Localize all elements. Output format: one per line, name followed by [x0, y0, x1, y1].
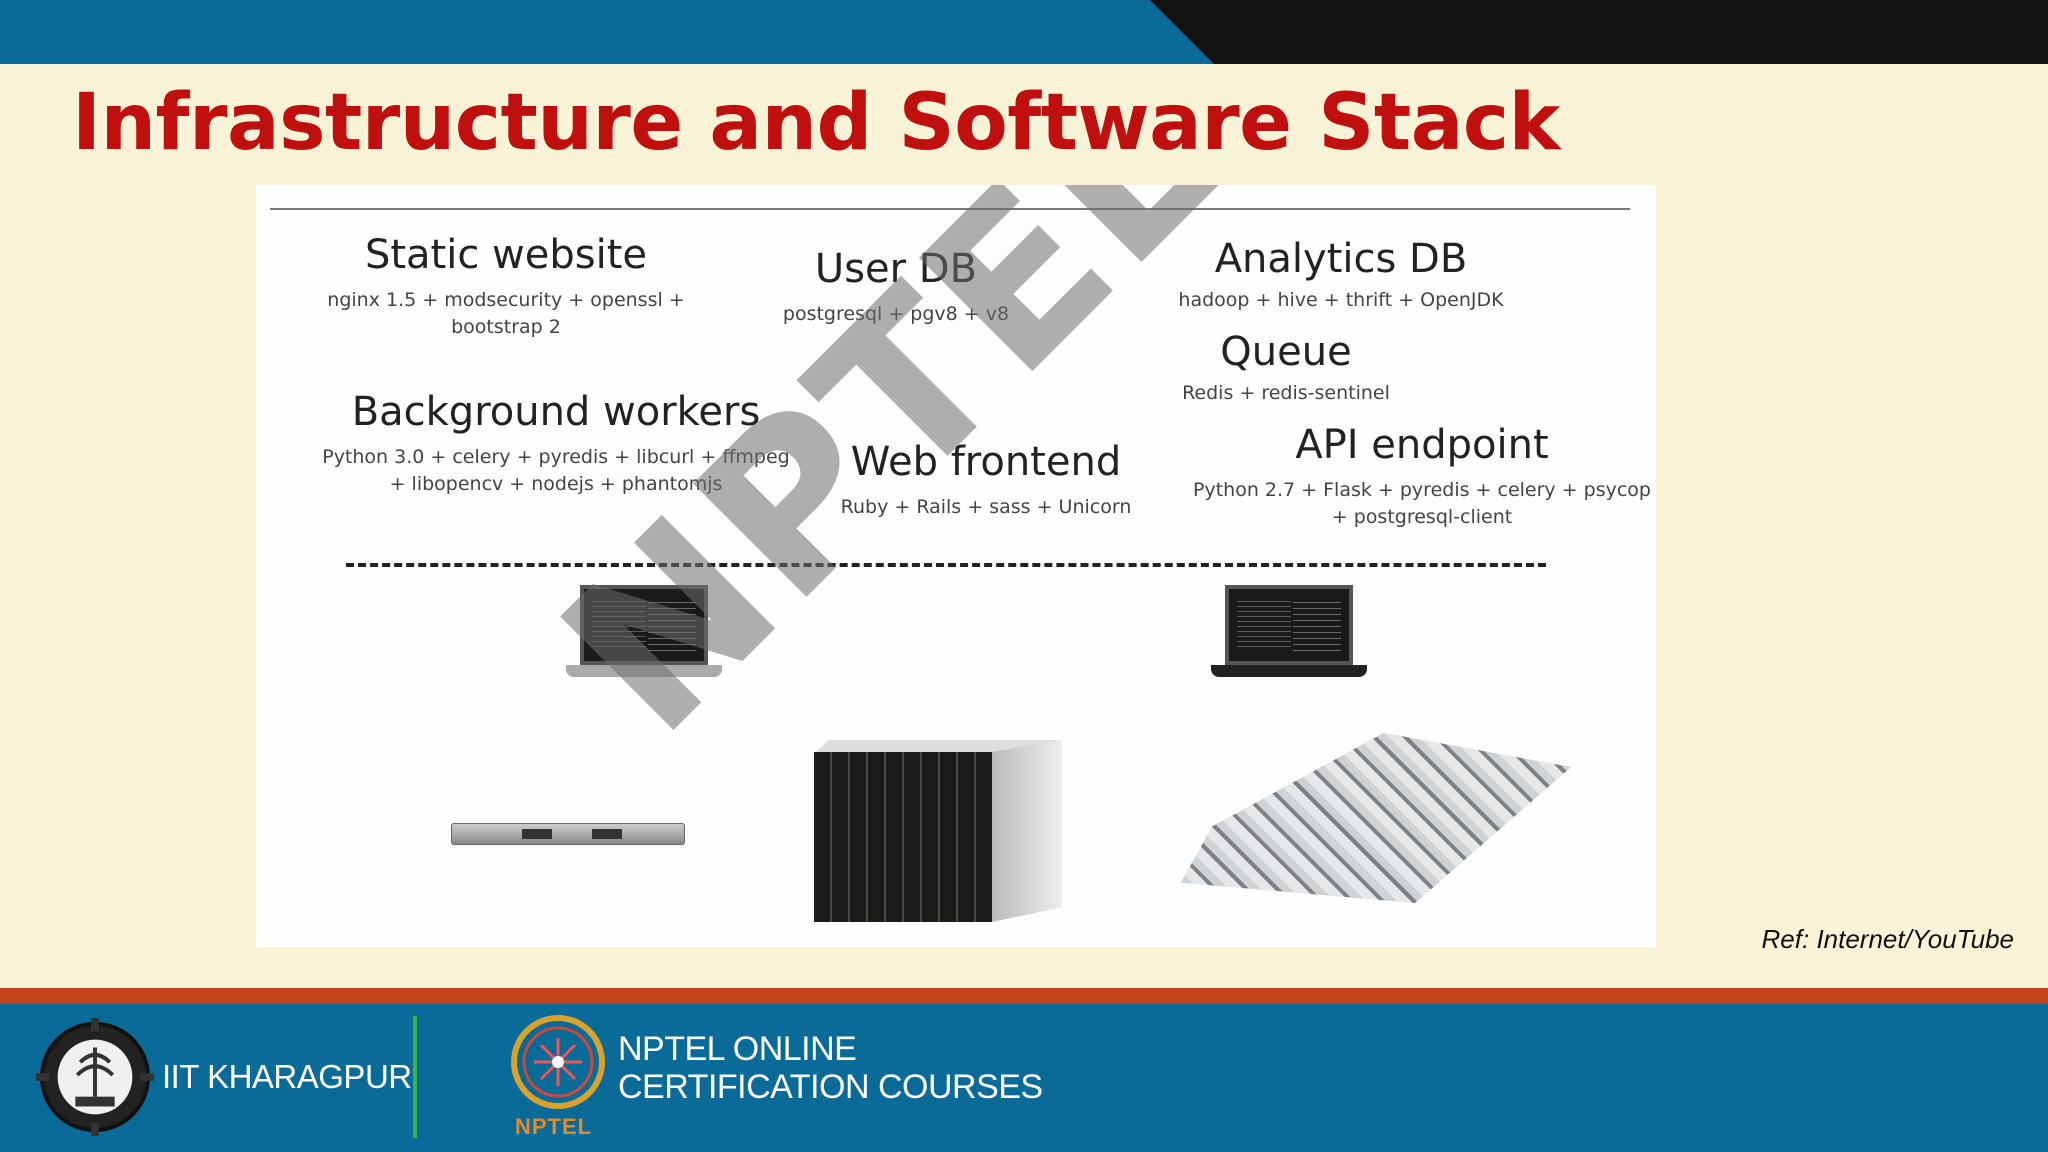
- package-line: nginx 1.5 + modsecurity + openssl +: [327, 289, 685, 311]
- package-line: postgresql + pgv8 + v8: [782, 303, 1010, 325]
- reference-note: Ref: Internet/YouTube: [1761, 924, 2014, 954]
- component-packages: hadoop + hive + thrift + OpenJDK: [1146, 287, 1536, 314]
- nptel-label: NPTEL: [515, 1114, 593, 1139]
- component-background-workers: Background workers Python 3.0 + celery +…: [296, 390, 816, 497]
- package-line: Redis + redis-sentinel: [1182, 382, 1390, 404]
- component-queue: Queue Redis + redis-sentinel: [1156, 330, 1416, 407]
- package-line: + libopencv + nodejs + phantomjs: [389, 472, 723, 495]
- component-analytics-db: Analytics DB hadoop + hive + thrift + Op…: [1146, 237, 1536, 314]
- stack-diagram: Static website nginx 1.5 + modsecurity +…: [256, 185, 1656, 947]
- iit-kharagpur-logo-icon: [36, 1018, 154, 1136]
- data-center-icon: [1181, 733, 1571, 903]
- package-line: Python 3.0 + celery + pyredis + libcurl …: [322, 446, 790, 468]
- component-packages: Redis + redis-sentinel: [1156, 380, 1416, 407]
- component-name: Web frontend: [850, 439, 1122, 485]
- component-user-db: User DB postgresql + pgv8 + v8: [746, 247, 1046, 328]
- footer-bar: IIT KHARAGPUR NPTEL NPTEL ONLINE CERTIFI…: [0, 1004, 2048, 1152]
- component-name: User DB: [814, 246, 978, 292]
- institute-name: IIT KHARAGPUR: [162, 1058, 412, 1095]
- component-name: API endpoint: [1295, 422, 1549, 468]
- component-static-website: Static website nginx 1.5 + modsecurity +…: [296, 233, 716, 340]
- component-packages: Ruby + Rails + sass + Unicorn: [826, 494, 1146, 521]
- program-line-1: NPTEL ONLINE: [618, 1030, 857, 1068]
- package-line: Ruby + Rails + sass + Unicorn: [840, 496, 1132, 518]
- slide-title: Infrastructure and Software Stack: [72, 78, 1560, 168]
- nptel-logo-icon: [511, 1015, 605, 1109]
- top-banner-dark: [1150, 0, 2048, 64]
- laptop-silver-icon: [566, 585, 726, 680]
- footer-divider: [413, 1016, 417, 1138]
- blade-server-icon: [814, 740, 1074, 922]
- package-line: hadoop + hive + thrift + OpenJDK: [1178, 289, 1504, 311]
- component-packages: Python 3.0 + celery + pyredis + libcurl …: [296, 444, 816, 497]
- package-line: Python 2.7 + Flask + pyredis + celery + …: [1193, 479, 1651, 501]
- component-name: Static website: [364, 232, 648, 278]
- component-packages: Python 2.7 + Flask + pyredis + celery + …: [1162, 477, 1656, 530]
- component-api-endpoint: API endpoint Python 2.7 + Flask + pyredi…: [1162, 423, 1656, 530]
- component-packages: nginx 1.5 + modsecurity + openssl + boot…: [296, 287, 716, 340]
- package-line: + postgresql-client: [1331, 505, 1513, 528]
- program-line-2: CERTIFICATION COURSES: [618, 1068, 1043, 1106]
- component-name: Queue: [1220, 329, 1352, 375]
- component-packages: postgresql + pgv8 + v8: [746, 301, 1046, 328]
- dashed-separator: [346, 563, 1546, 567]
- rack-server-icon: [451, 823, 685, 845]
- package-line: bootstrap 2: [451, 315, 561, 338]
- component-web-frontend: Web frontend Ruby + Rails + sass + Unico…: [826, 440, 1146, 521]
- component-name: Analytics DB: [1214, 236, 1468, 282]
- top-rule: [270, 208, 1630, 210]
- footer-stripe: [0, 988, 2048, 1004]
- laptop-black-icon: [1211, 585, 1371, 680]
- component-name: Background workers: [351, 389, 761, 435]
